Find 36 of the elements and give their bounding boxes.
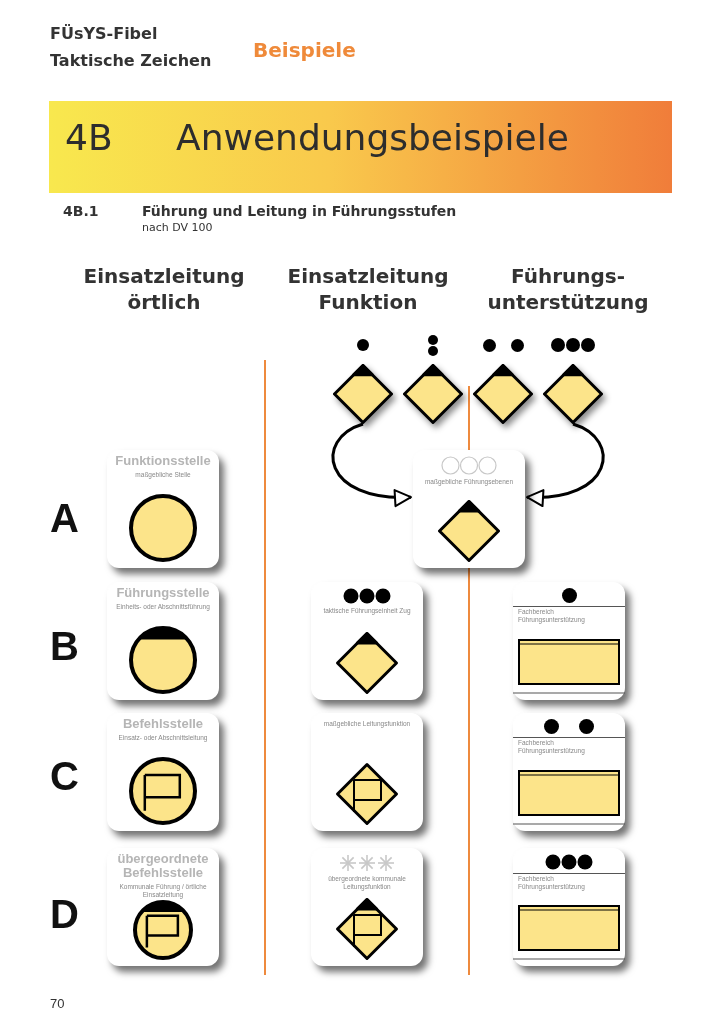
diamond-icon: [472, 363, 534, 425]
symbol-card: [107, 450, 219, 568]
column-heading: Einsatzleitung Funktion: [286, 263, 450, 315]
section-heading: Führung und Leitung in Führungsstufen: [142, 202, 457, 221]
diamond-icon: [402, 363, 464, 425]
symbol-card: [107, 848, 219, 966]
symbol-card: [513, 848, 625, 966]
curved-arrow: [331, 422, 412, 507]
symbol-card: [107, 713, 219, 831]
symbol-card: [513, 713, 625, 831]
diamond-icon: [332, 363, 394, 425]
card-title: übergeordnete Befehlsstelle: [116, 852, 210, 880]
card-title: Führungsstelle: [116, 586, 210, 600]
column-heading: Führungs- unterstützung: [486, 263, 650, 315]
symbol-card: [513, 582, 625, 700]
row-letter: B: [50, 623, 79, 670]
card-title: Funktionsstelle: [115, 454, 211, 468]
symbol-card: [311, 848, 423, 966]
diamond-icon: [542, 363, 604, 425]
section-number: 4B.1: [63, 202, 99, 221]
header-text: FÜsYS-Fibel: [50, 24, 158, 45]
symbol-card: [311, 582, 423, 700]
section-name: Beispiele: [253, 37, 356, 63]
symbol-card: [311, 713, 423, 831]
column-heading: Einsatzleitung örtlich: [82, 263, 246, 315]
symbol-card: [413, 450, 525, 568]
header-text: Taktische Zeichen: [50, 51, 212, 72]
section-subtitle: nach DV 100: [142, 221, 213, 236]
page-title: 4B Anwendungsbeispiele: [65, 117, 569, 159]
row-letter: C: [50, 753, 79, 800]
page-number: 70: [50, 996, 65, 1013]
row-letter: D: [50, 891, 79, 938]
symbol-card: [107, 582, 219, 700]
card-title: Befehlsstelle: [122, 717, 204, 731]
row-letter: A: [50, 495, 79, 542]
curved-arrow: [526, 422, 605, 507]
